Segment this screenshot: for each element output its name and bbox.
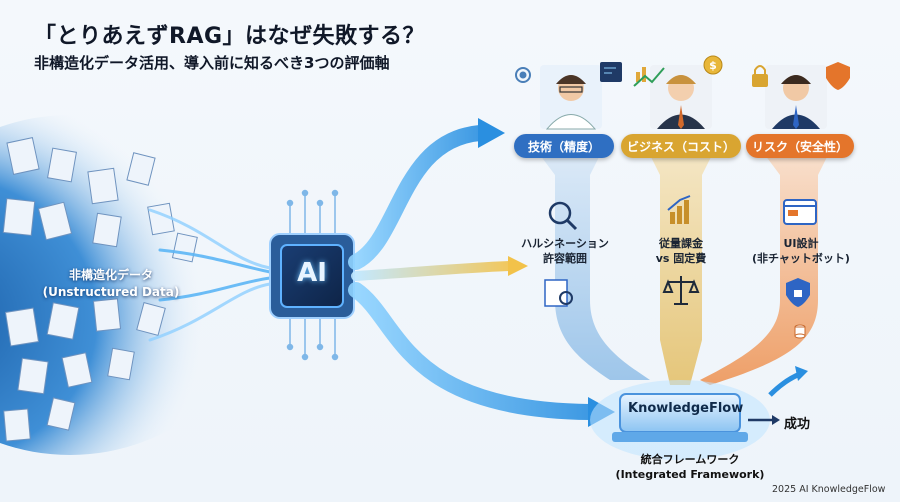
chart-up-icon	[633, 67, 665, 87]
integrated-framework-caption-en: (Integrated Framework)	[615, 468, 765, 481]
ai-chip	[269, 233, 355, 319]
knowledgeflow-platform	[590, 380, 770, 460]
pillar-tech-desc: ハルシネーション 許容範囲	[510, 236, 620, 266]
avatar-tech	[540, 65, 602, 130]
arrow-head-top	[478, 118, 505, 148]
integrated-framework-caption-ja: 統合フレームワーク	[640, 453, 740, 466]
pillar-business-desc-line2: vs 固定費	[655, 252, 707, 265]
pillar-business-title: ビジネス（コスト）	[621, 134, 741, 158]
output-streams	[348, 125, 598, 420]
pillar-risk	[700, 155, 828, 385]
circuit-traces	[286, 189, 339, 361]
code-window-icon	[600, 62, 622, 82]
arrow-head-middle	[508, 256, 528, 276]
pillar-risk-desc: UI設計 (非チャットボット)	[746, 236, 856, 266]
pillar-tech-title: 技術（精度）	[514, 134, 614, 158]
integrated-framework-caption: 統合フレームワーク (Integrated Framework)	[600, 452, 780, 482]
gear-icon	[515, 67, 531, 83]
credit-text: 2025 AI KnowledgeFlow	[772, 484, 886, 495]
avatar-risk	[765, 65, 827, 129]
pillar-risk-title: リスク（安全性）	[746, 134, 854, 158]
growth-arrow	[768, 371, 801, 397]
pillar-tech-desc-line1: ハルシネーション	[521, 237, 609, 250]
document-stack	[2, 137, 198, 442]
magnifier-gear-icon	[548, 201, 578, 231]
pillar-risk-desc-line2: (非チャットボット)	[752, 252, 850, 265]
growth-arrow-head	[795, 366, 808, 381]
pillar-risk-desc-line1: UI設計	[783, 237, 819, 250]
data-streams	[148, 208, 272, 342]
avatar-business	[650, 65, 712, 129]
success-label: 成功	[784, 417, 811, 432]
pillar-business	[650, 155, 712, 385]
svg-text:$: $	[709, 59, 717, 72]
unstructured-data-label: 非構造化データ (Unstructured Data)	[36, 267, 186, 301]
unstructured-data-label-ja: 非構造化データ	[68, 268, 153, 282]
ai-chip-label: AI	[297, 258, 327, 288]
success-arrow-head	[772, 415, 780, 425]
unstructured-data-label-en: (Unstructured Data)	[42, 285, 180, 299]
coin-icon: $	[703, 55, 723, 75]
shield-icon	[826, 62, 850, 90]
browser-window-icon	[783, 199, 817, 225]
bar-chart-icon	[667, 195, 691, 224]
pillar-business-desc: 従量課金 vs 固定費	[636, 236, 726, 266]
lock-icon	[752, 65, 768, 87]
knowledgeflow-label: KnowledgeFlow	[628, 401, 744, 416]
pillar-tech-desc-line2: 許容範囲	[543, 252, 587, 265]
shield-lock-icon	[786, 278, 810, 307]
pillar-tech	[540, 155, 650, 380]
page-title: 「とりあえずRAG」はなぜ失敗する？	[34, 24, 426, 49]
database-icon	[794, 324, 806, 339]
document-search-icon	[544, 279, 573, 307]
page-subtitle: 非構造化データ活用、導入前に知るべき3つの評価軸	[34, 54, 390, 72]
pillar-business-desc-line1: 従量課金	[659, 237, 703, 250]
scale-icon	[662, 276, 700, 305]
